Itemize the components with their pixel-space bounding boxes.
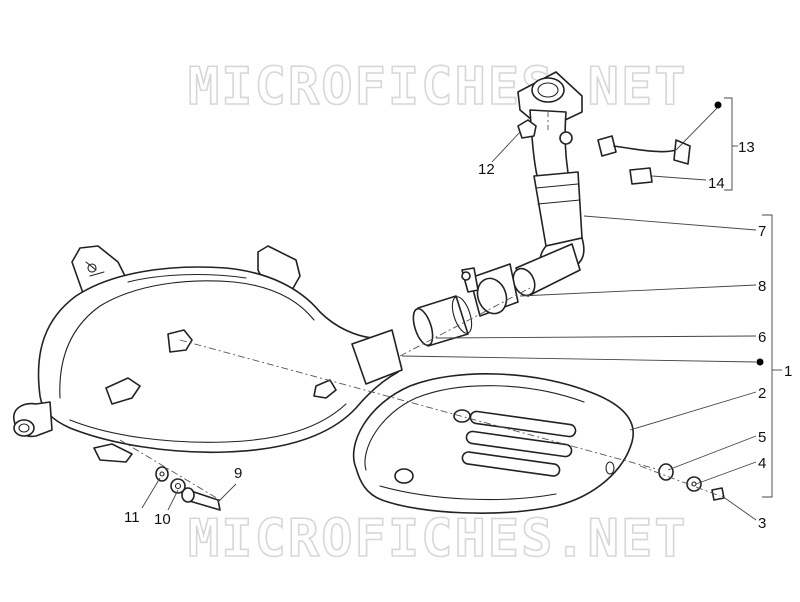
callout-5: 5 (758, 429, 766, 446)
assembly-line-bolt (119, 439, 221, 501)
callout-12: 12 (478, 161, 495, 178)
lambda-sensor (597, 135, 691, 185)
assembly-line-inlet (399, 287, 531, 357)
callout-4: 4 (758, 455, 766, 472)
leader-lines (141, 97, 782, 521)
washer-4 (686, 476, 702, 492)
callout-13: 13 (738, 139, 755, 156)
watermark-top: MICROFICHES.NET (188, 57, 688, 117)
callout-9: 9 (234, 465, 242, 482)
callout-8: 8 (758, 278, 766, 295)
muffler-body (13, 245, 403, 463)
screw-3 (711, 487, 725, 501)
callout-7: 7 (758, 223, 766, 240)
callout-14: 14 (708, 175, 725, 192)
callout-dot-1 (756, 358, 764, 366)
callout-3: 3 (758, 515, 766, 532)
callout-6: 6 (758, 329, 766, 346)
watermark-bottom: MICROFICHES.NET (188, 509, 688, 569)
clamp (461, 263, 519, 317)
callout-1: 1 (784, 363, 792, 380)
callout-2: 2 (758, 385, 766, 402)
washer-10 (170, 478, 186, 494)
sleeve (412, 295, 473, 347)
callout-11: 11 (124, 509, 140, 526)
bolt-9 (181, 487, 221, 511)
heat-shield (352, 373, 634, 514)
callout-10: 10 (154, 511, 171, 528)
assembly-line-screws (639, 465, 721, 497)
nut-12 (517, 119, 537, 139)
bush-5 (658, 463, 674, 481)
washer-11 (155, 466, 169, 482)
exhaust-pipe (512, 71, 585, 297)
callout-dot-13 (714, 101, 722, 109)
